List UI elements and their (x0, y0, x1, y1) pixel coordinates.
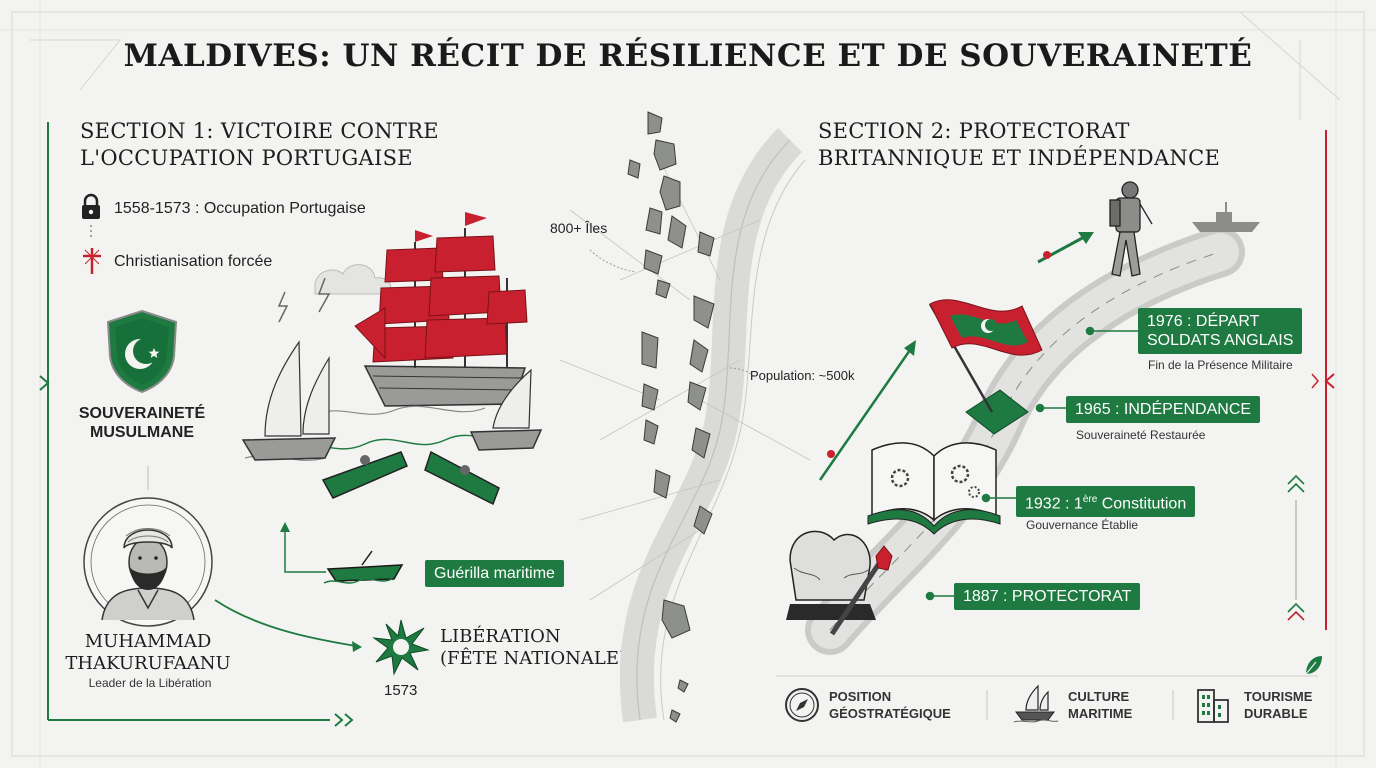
christianisation-label: Christianisation forcée (114, 253, 273, 270)
cross-icon (83, 248, 101, 274)
timeline-dots (90, 225, 92, 237)
footer-item-geostrategic: POSITION GÉOSTRATÉGIQUE (829, 688, 951, 722)
liberation-line2: (FÊTE NATIONALE) (440, 648, 627, 669)
page-title: MALDIVES: UN RÉCIT DE RÉSILIENCE ET DE S… (123, 38, 1253, 74)
milestone-1932-pre: 1932 : 1 (1025, 495, 1083, 513)
naval-battle-illustration (241, 212, 543, 506)
milestone-1932-post: Constitution (1097, 495, 1187, 513)
milestone-1976-line1: 1976 : DÉPART (1147, 313, 1260, 330)
population-label: Population: ~500k (750, 368, 855, 383)
leader-role: Leader de la Libération (88, 676, 212, 690)
leader-portrait (83, 497, 213, 627)
lock-icon (82, 193, 100, 219)
milestone-1965-caption: Souveraineté Restaurée (1076, 428, 1206, 442)
footer-maritime-line2: MARITIME (1068, 706, 1133, 721)
guerilla-badge: Guérilla maritime (425, 560, 564, 587)
footer-item-maritime-culture: CULTURE MARITIME (1068, 688, 1132, 722)
section2-heading-line2: BRITANNIQUE ET INDÉPENDANCE (818, 146, 1221, 170)
milestone-1887-badge: 1887 : PROTECTORAT (954, 583, 1141, 610)
liberation-year: 1573 (384, 682, 418, 699)
section2-heading: SECTION 2: PROTECTORAT BRITANNIQUE ET IN… (818, 118, 1220, 172)
liberation-label: LIBÉRATION (FÊTE NATIONALE) (440, 626, 626, 670)
leader-name-line1: MUHAMMAD (84, 631, 212, 652)
leader-name-line2: THAKURUFAANU (65, 653, 231, 674)
milestone-1976-badge: 1976 : DÉPART SOLDATS ANGLAIS (1138, 308, 1303, 354)
section1-heading-line2: L'OCCUPATION PORTUGAISE (80, 146, 413, 170)
maldives-map (559, 111, 811, 723)
milestone-1932-caption: Gouvernance Établie (1026, 518, 1139, 532)
footer-item-sustainable-tourism: TOURISME DURABLE (1244, 688, 1312, 722)
footer-tourism-line1: TOURISME (1244, 689, 1313, 704)
eco-building-icon (1197, 689, 1229, 723)
islands-count: 800+ Îles (550, 220, 608, 236)
section2-heading-line1: SECTION 2: PROTECTORAT (818, 119, 1130, 143)
occupation-label: 1558-1573 : Occupation Portugaise (114, 200, 366, 217)
rowboat-icon (323, 550, 404, 584)
milestone-1965-badge: 1965 : INDÉPENDANCE (1066, 396, 1261, 423)
section1-heading-line1: SECTION 1: VICTOIRE CONTRE (80, 119, 439, 143)
dhoni-boat-icon (1013, 684, 1059, 723)
leader-name: MUHAMMAD THAKURUFAANU (56, 631, 240, 675)
footer-divider-1 (986, 690, 988, 720)
footer-geostrategic-line1: POSITION (829, 689, 892, 704)
footer-tourism-line2: DURABLE (1244, 706, 1308, 721)
sovereignty-line1: SOUVERAINETÉ (78, 405, 206, 422)
sovereignty-label: SOUVERAINETÉ MUSULMANE (70, 404, 214, 442)
compass-icon (785, 688, 819, 722)
independence-road-illustration (786, 181, 1260, 655)
footer-divider-2 (1172, 690, 1174, 720)
leaf-icon (1305, 656, 1322, 675)
milestone-1932-sup: ère (1082, 494, 1098, 505)
milestone-1976-line2: SOLDATS ANGLAIS (1147, 332, 1294, 349)
section1-heading: SECTION 1: VICTOIRE CONTRE L'OCCUPATION … (80, 118, 439, 172)
liberation-line1: LIBÉRATION (440, 626, 561, 647)
milestone-1932-badge: 1932 : 1ère Constitution (1016, 486, 1196, 518)
burst-star-icon (372, 619, 430, 676)
footer-maritime-line1: CULTURE (1068, 689, 1130, 704)
sovereignty-line2: MUSULMANE (90, 424, 194, 441)
footer-geostrategic-line2: GÉOSTRATÉGIQUE (829, 706, 951, 721)
crescent-shield-icon (106, 309, 178, 394)
milestone-1976-caption: Fin de la Présence Militaire (1148, 358, 1293, 372)
